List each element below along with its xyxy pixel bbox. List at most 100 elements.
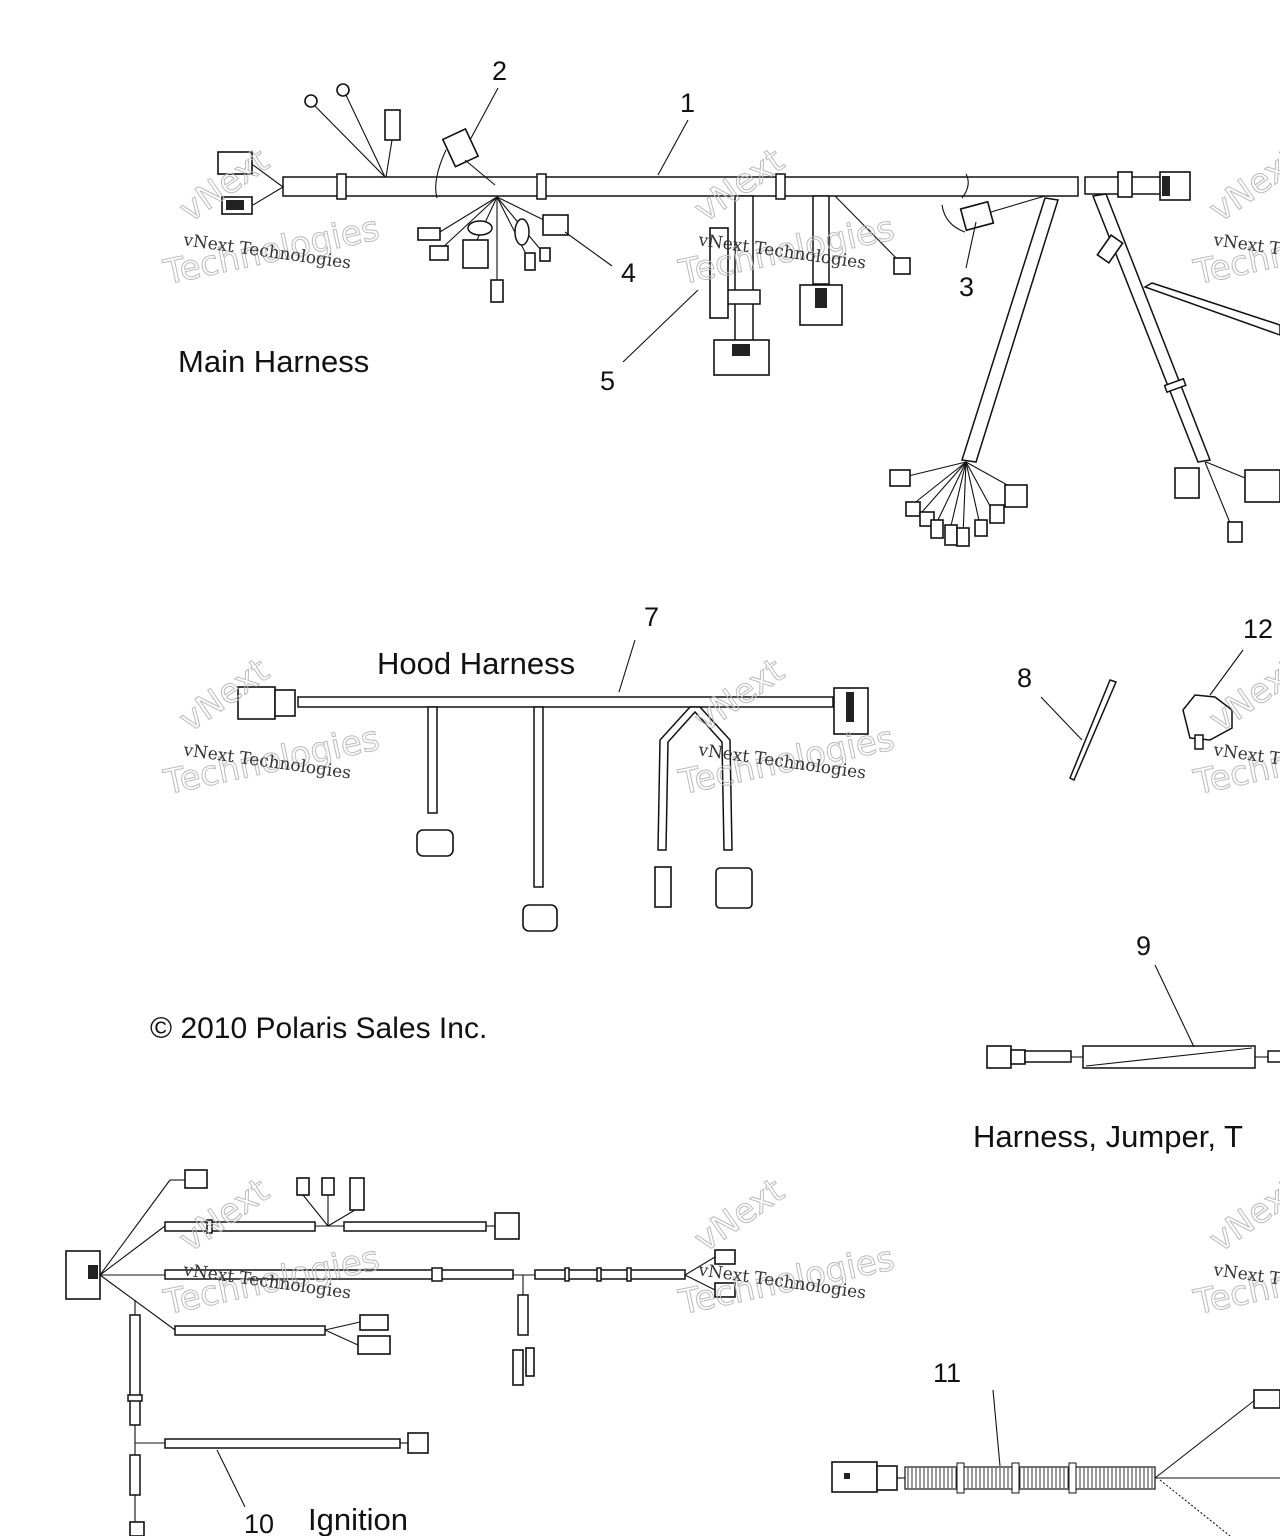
- connector: [715, 867, 753, 909]
- connector: [714, 1249, 736, 1265]
- wire: [344, 92, 386, 178]
- connector: [1253, 1389, 1280, 1409]
- connector: [407, 1432, 429, 1454]
- wire: [1024, 1050, 1072, 1063]
- connector: [357, 1335, 391, 1355]
- spark-plug-cap: [525, 1347, 535, 1377]
- connector: [359, 1314, 389, 1331]
- connector: [714, 1282, 736, 1298]
- harness-branch: [517, 1294, 529, 1336]
- harness-loop: [961, 173, 969, 199]
- harness-clip: [1163, 377, 1187, 394]
- connector-detail: [1162, 176, 1170, 196]
- connector: [274, 689, 296, 717]
- callout-7: 7: [644, 602, 659, 632]
- callout-10: 10: [244, 1509, 274, 1536]
- harness-clip: [127, 1394, 143, 1402]
- connector: [831, 1461, 878, 1493]
- callout-9: 9: [1136, 931, 1151, 961]
- harness-branch: [961, 197, 1059, 463]
- wire: [834, 195, 901, 263]
- connector: [654, 866, 672, 908]
- wire: [990, 195, 1046, 213]
- svg-text:vNext: vNext: [1202, 141, 1280, 231]
- wire: [311, 102, 386, 178]
- callout-leader: [1154, 964, 1195, 1048]
- jumper-harness: 9 Harness, Jumper, T: [973, 931, 1280, 1154]
- corrugated-harness: 11: [831, 1358, 1280, 1536]
- connector: [986, 1045, 1012, 1069]
- watermark: Technologies vNext vNext Technologies: [1189, 140, 1280, 294]
- callout-1: 1: [680, 88, 695, 118]
- connector: [296, 1177, 310, 1196]
- connector: [1174, 467, 1200, 499]
- watermark: Technologies vNext vNext Technologies: [159, 650, 383, 804]
- sleeve-line: [1085, 1047, 1253, 1067]
- arrow: [941, 204, 966, 233]
- harness-clip: [206, 1219, 213, 1234]
- callout-11: 11: [933, 1358, 961, 1388]
- wire: [1205, 461, 1251, 481]
- wire: [99, 1179, 171, 1276]
- connector: [1227, 521, 1243, 543]
- connector: [184, 1169, 208, 1189]
- harness-branch: [343, 1221, 487, 1232]
- ignition-harness: 10 Ignition: [65, 1169, 736, 1536]
- harness-branch: [1143, 282, 1280, 336]
- callout-leader: [216, 1449, 246, 1508]
- wire: [252, 164, 284, 188]
- callout-leader: [469, 87, 499, 141]
- wire: [324, 1321, 361, 1331]
- callout-4: 4: [621, 258, 636, 288]
- watermark: Technologies vNext vNext Technologies: [1189, 1170, 1280, 1324]
- callout-leader: [564, 231, 613, 267]
- connector-detail: [226, 200, 244, 210]
- harness-clip: [775, 173, 786, 200]
- harness-clip: [626, 1267, 632, 1282]
- harness-clip: [336, 173, 347, 200]
- callout-leader: [618, 639, 636, 693]
- connector-detail: [846, 692, 854, 722]
- wire: [684, 1274, 716, 1291]
- connector: [1096, 234, 1124, 264]
- connector-detail: [732, 344, 750, 356]
- connector: [522, 904, 558, 932]
- harness-clip: [956, 1462, 965, 1494]
- conduit-ribs: [907, 1462, 1153, 1494]
- corrugated-conduit[interactable]: [904, 1466, 1156, 1490]
- svg-text:vNext: vNext: [1202, 1171, 1280, 1261]
- connector: [494, 1212, 520, 1240]
- ecu-connector[interactable]: [65, 1250, 101, 1300]
- callout-leader: [992, 1389, 1001, 1467]
- wire: [684, 1256, 716, 1276]
- callout-12: 12: [1243, 614, 1273, 644]
- copyright: © 2010 Polaris Sales Inc.: [150, 1012, 487, 1045]
- hood-harness-trunk[interactable]: [297, 696, 834, 708]
- connector: [1244, 469, 1280, 503]
- ring-terminal: [336, 83, 350, 97]
- callout-leader: [965, 221, 977, 269]
- wire: [99, 1274, 176, 1331]
- wire: [464, 159, 496, 186]
- wire: [1154, 1399, 1256, 1479]
- harness-branch[interactable]: [164, 1438, 401, 1449]
- connector: [129, 1521, 145, 1536]
- harness-clip: [431, 1267, 443, 1282]
- connector-detail: [88, 1265, 98, 1279]
- conduit-branch: [1159, 1479, 1231, 1536]
- connector: [893, 257, 911, 275]
- wire: [302, 1194, 329, 1227]
- main-harness-trunk[interactable]: [282, 176, 1079, 197]
- svg-text:vNext: vNext: [687, 651, 791, 741]
- harness-branch: [812, 195, 830, 285]
- cable-tie: 8: [1017, 663, 1118, 782]
- connector: [876, 1465, 898, 1491]
- harness-clip: [596, 1267, 602, 1282]
- callout-3: 3: [959, 272, 974, 302]
- harness-branch: [533, 706, 544, 888]
- wire: [324, 1329, 359, 1346]
- watermark: Technologies vNext vNext Technologies: [159, 140, 383, 294]
- callout-leader: [657, 119, 689, 176]
- connector: [217, 151, 253, 175]
